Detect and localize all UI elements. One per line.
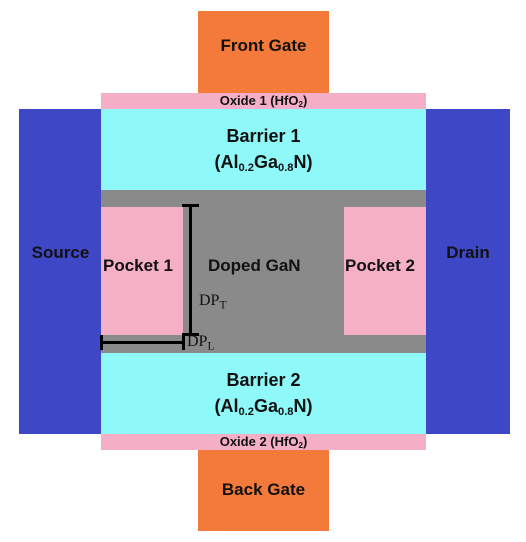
barrier-2: Barrier 2 (Al0.2Ga0.8N) xyxy=(101,353,426,434)
barrier-2-label: Barrier 2 xyxy=(226,370,301,390)
pocket-2: Pocket 2 xyxy=(344,207,426,335)
front-gate-label: Front Gate xyxy=(220,36,307,55)
drain-label: Drain xyxy=(446,243,490,262)
dp-l-left-tick xyxy=(100,335,103,350)
dp-l-dimension-line xyxy=(101,341,184,344)
dp-t-dimension-line xyxy=(189,205,192,336)
pocket-1-label: Pocket 1 xyxy=(103,256,173,275)
dp-t-label: DPT xyxy=(199,292,227,312)
back-gate-label: Back Gate xyxy=(221,480,306,499)
oxide-2-label: Oxide 2 (HfO2) xyxy=(219,434,308,450)
barrier-1-label: Barrier 1 xyxy=(226,126,301,146)
dp-l-right-tick xyxy=(182,335,185,350)
source-region: Source xyxy=(19,109,102,434)
doped-gan-label: Doped GaN xyxy=(208,256,301,275)
barrier-2-material: (Al0.2Ga0.8N) xyxy=(214,396,313,418)
oxide-1-label: Oxide 1 (HfO2) xyxy=(219,93,308,109)
barrier-1-material: (Al0.2Ga0.8N) xyxy=(214,152,313,174)
back-gate: Back Gate xyxy=(198,450,329,531)
source-label: Source xyxy=(31,243,90,262)
drain-region: Drain xyxy=(426,109,510,434)
front-gate: Front Gate xyxy=(198,11,329,94)
dp-l-label: DPL xyxy=(187,333,215,353)
barrier-1: Barrier 1 (Al0.2Ga0.8N) xyxy=(101,109,426,190)
pocket-1: Pocket 1 xyxy=(101,207,183,335)
pocket-2-label: Pocket 2 xyxy=(345,256,415,275)
dp-t-top-tick xyxy=(182,204,199,207)
oxide-2: Oxide 2 (HfO2) xyxy=(101,434,426,450)
oxide-1: Oxide 1 (HfO2) xyxy=(101,93,426,109)
dp-t-bottom-tick xyxy=(182,333,199,336)
